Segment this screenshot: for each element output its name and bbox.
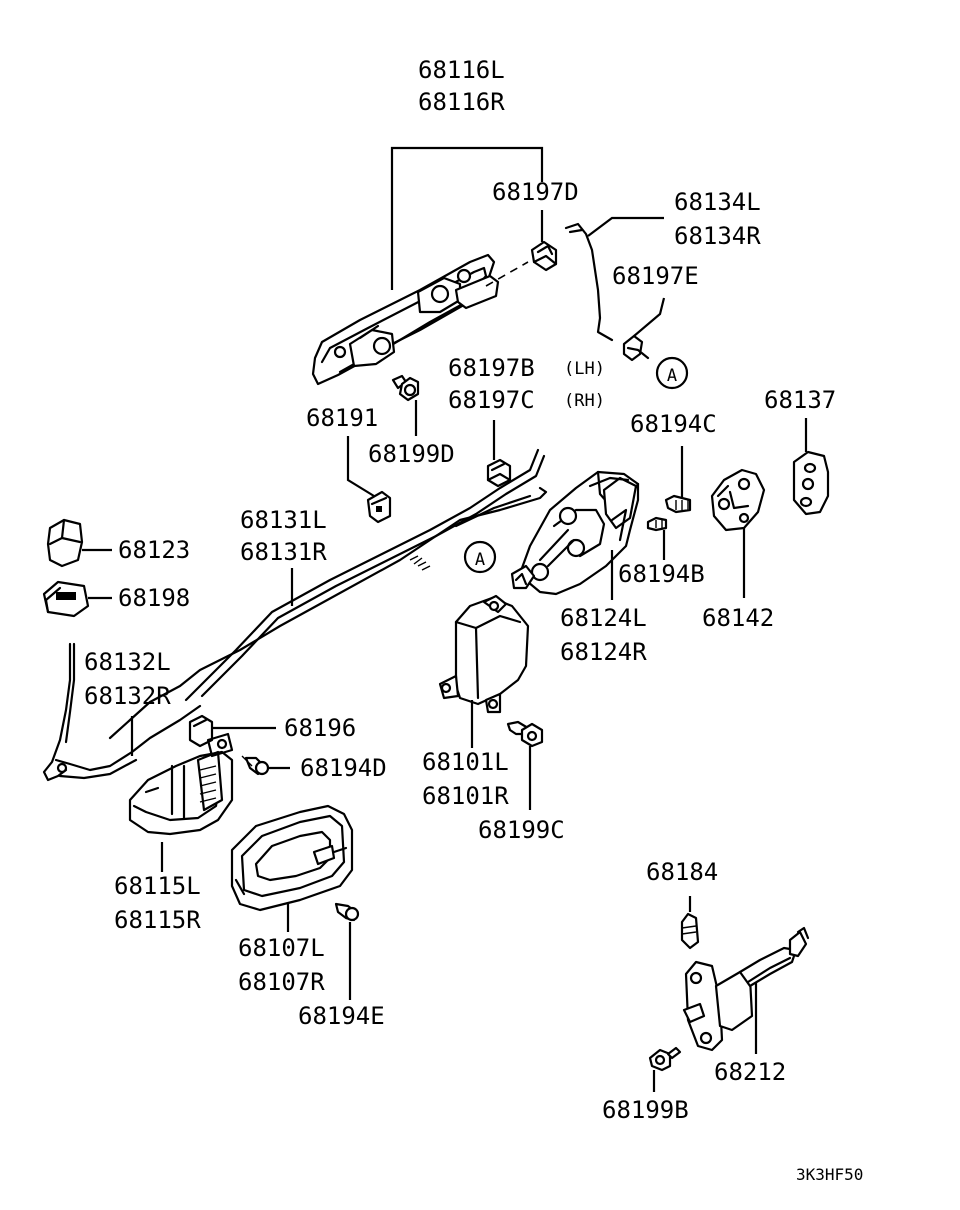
- label-68184: 68184: [646, 858, 718, 886]
- label-68191: 68191: [306, 404, 378, 432]
- bolt-68199d: [391, 374, 420, 402]
- screw-68194b: [646, 516, 668, 532]
- label-68194d: 68194D: [300, 754, 387, 782]
- inside-handle-68115: [128, 732, 234, 836]
- label-68132l: 68132L: [84, 648, 171, 676]
- rod-68134: [564, 222, 614, 342]
- label-68142: 68142: [702, 604, 774, 632]
- door-lock-actuator-68101: [438, 594, 530, 714]
- label-68198: 68198: [118, 584, 190, 612]
- label-68199d: 68199D: [368, 440, 455, 468]
- label-68124l: 68124L: [560, 604, 647, 632]
- reference-a-label-upper: A: [667, 366, 677, 386]
- outside-handle-part: [311, 253, 500, 386]
- rod-68131: [108, 448, 548, 740]
- reference-a-circle-upper: [655, 356, 689, 390]
- label-68115r: 68115R: [114, 906, 201, 934]
- striker-68142: [710, 468, 766, 532]
- bolt-68199c: [506, 720, 544, 748]
- clip-68196: [188, 714, 214, 748]
- part-68198: [42, 580, 90, 618]
- clip-68197d: [530, 240, 558, 272]
- bolt-68199b: [648, 1046, 682, 1072]
- screw-68194e: [334, 902, 360, 922]
- label-68107l: 68107L: [238, 934, 325, 962]
- label-rh: (RH): [564, 391, 605, 411]
- label-68197b: 68197B: [448, 354, 535, 382]
- label-68115l: 68115L: [114, 872, 201, 900]
- label-68194c: 68194C: [630, 410, 717, 438]
- part-68123: [46, 518, 84, 568]
- diagram-code: 3K3HF50: [796, 1165, 863, 1184]
- pin-68184: [680, 912, 700, 950]
- label-68197c: 68197C: [448, 386, 535, 414]
- label-68194e: 68194E: [298, 1002, 385, 1030]
- label-68134l: 68134L: [674, 188, 761, 216]
- label-68116r: 68116R: [418, 88, 505, 116]
- door-lock-68124: [510, 470, 640, 596]
- label-68199b: 68199B: [602, 1096, 689, 1124]
- label-68197e: 68197E: [612, 262, 699, 290]
- label-68101r: 68101R: [422, 782, 509, 810]
- label-68116l: 68116L: [418, 56, 505, 84]
- bezel-68107: [230, 804, 354, 912]
- clip-68197b-c: [486, 458, 512, 488]
- label-68137: 68137: [764, 386, 836, 414]
- label-68124r: 68124R: [560, 638, 647, 666]
- reference-a-label-lower: A: [475, 550, 485, 570]
- label-68132r: 68132R: [84, 682, 171, 710]
- clip-68197e: [622, 334, 650, 362]
- label-68101l: 68101L: [422, 748, 509, 776]
- label-68212: 68212: [714, 1058, 786, 1086]
- shim-plate-68137: [792, 450, 830, 516]
- label-68197d: 68197D: [492, 178, 579, 206]
- label-68107r: 68107R: [238, 968, 325, 996]
- label-68123: 68123: [118, 536, 190, 564]
- label-68131l: 68131L: [240, 506, 327, 534]
- label-68199c: 68199C: [478, 816, 565, 844]
- label-68131r: 68131R: [240, 538, 327, 566]
- door-check-68212: [682, 926, 810, 1052]
- reference-a-circle-lower: [463, 540, 497, 574]
- screw-68194c: [664, 494, 692, 514]
- clip-68191: [366, 490, 392, 524]
- leader-lines: [82, 146, 808, 1092]
- label-lh: (LH): [564, 359, 605, 379]
- rod-68132: [42, 642, 202, 782]
- label-68196: 68196: [284, 714, 356, 742]
- screw-68194d: [241, 755, 270, 776]
- label-68194b: 68194B: [618, 560, 705, 588]
- label-68134r: 68134R: [674, 222, 761, 250]
